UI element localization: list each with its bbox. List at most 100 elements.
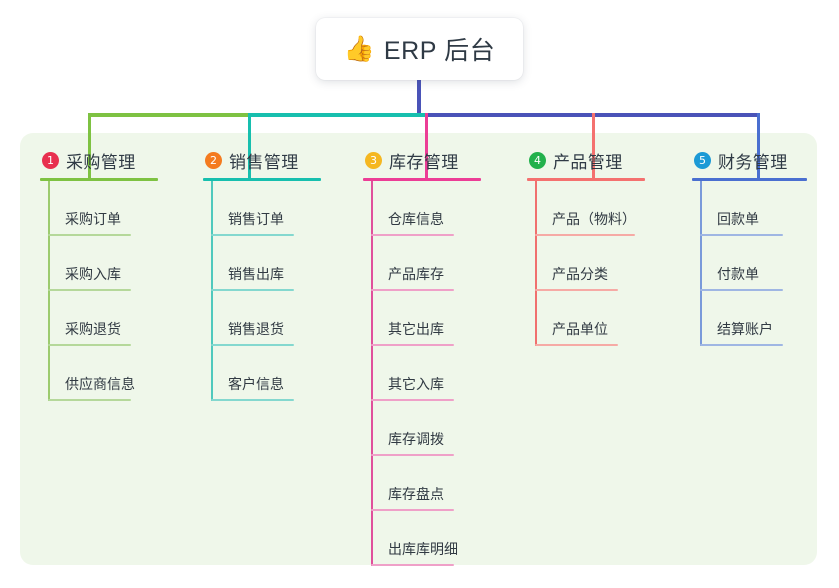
leaf-item-label: 仓库信息 (388, 210, 444, 227)
branch-header-rule (203, 178, 321, 181)
branch-column-4[interactable]: 4 产品管理产品（物料） 产品分类产品单位 (527, 147, 645, 346)
branch-item-list: 采购订单采购入库采购退货供应商信息 (40, 181, 158, 401)
leaf-item[interactable]: 库存调拨 (363, 401, 481, 456)
leaf-item[interactable]: 采购退货 (40, 291, 158, 346)
leaf-item-label: 结算账户 (717, 320, 773, 337)
leaf-item-label: 其它入库 (388, 375, 444, 392)
branch-item-list: 回款单付款单结算账户 (692, 181, 807, 346)
leaf-item[interactable]: 产品单位 (527, 291, 645, 346)
leaf-item-rule (48, 344, 131, 346)
leaf-item[interactable]: 供应商信息 (40, 346, 158, 401)
leaf-item-rule (535, 289, 618, 291)
branch-title: 采购管理 (66, 152, 136, 172)
branch-index-badge: 1 (42, 151, 59, 169)
leaf-item-rule (700, 234, 783, 236)
branch-spine (700, 181, 702, 346)
branch-header-1[interactable]: 1 采购管理 (40, 147, 158, 173)
leaf-item[interactable]: 销售退货 (203, 291, 321, 346)
root-trunk-line (417, 80, 421, 117)
leaf-item-rule (371, 564, 454, 566)
leaf-item-label: 客户信息 (228, 375, 284, 392)
branch-index-badge: 2 (205, 151, 222, 169)
leaf-item[interactable]: 其它入库 (363, 346, 481, 401)
leaf-item[interactable]: 采购入库 (40, 236, 158, 291)
leaf-item[interactable]: 仓库信息 (363, 181, 481, 236)
branch-header-rule (692, 178, 807, 181)
leaf-item-label: 供应商信息 (65, 375, 135, 392)
leaf-item[interactable]: 产品（物料） (527, 181, 645, 236)
leaf-item[interactable]: 销售订单 (203, 181, 321, 236)
leaf-item[interactable]: 回款单 (692, 181, 807, 236)
leaf-item-label: 产品分类 (552, 265, 608, 282)
leaf-item-label: 库存调拨 (388, 430, 444, 447)
leaf-item[interactable]: 结算账户 (692, 291, 807, 346)
leaf-item[interactable]: 产品分类 (527, 236, 645, 291)
branch-column-3[interactable]: 3 库存管理仓库信息产品库存其它出库其它入库库存调拨库存盘点出库库明细 (363, 147, 481, 566)
branch-index-badge: 4 (529, 151, 546, 169)
leaf-item[interactable]: 库存盘点 (363, 456, 481, 511)
leaf-item-label: 其它出库 (388, 320, 444, 337)
leaf-item-rule (211, 234, 294, 236)
leaf-item[interactable]: 销售出库 (203, 236, 321, 291)
branch-header-rule (363, 178, 481, 181)
leaf-item-rule (700, 344, 783, 346)
diagram-background-panel (20, 133, 817, 565)
branch-spine (371, 181, 373, 566)
leaf-item-label: 库存盘点 (388, 485, 444, 502)
leaf-item-rule (211, 399, 294, 401)
branch-header-3[interactable]: 3 库存管理 (363, 147, 481, 173)
leaf-item-rule (371, 509, 454, 511)
drop-line-column-3 (425, 113, 428, 178)
leaf-item[interactable]: 出库库明细 (363, 511, 481, 566)
leaf-item[interactable]: 采购订单 (40, 181, 158, 236)
leaf-item[interactable]: 其它出库 (363, 291, 481, 346)
leaf-item-label: 销售出库 (228, 265, 284, 282)
branch-spine (211, 181, 213, 401)
branch-spine (48, 181, 50, 401)
connector-bar-segment-3 (425, 113, 757, 117)
branch-header-4[interactable]: 4 产品管理 (527, 147, 645, 173)
leaf-item[interactable]: 客户信息 (203, 346, 321, 401)
leaf-item-rule (535, 234, 635, 236)
leaf-item-rule (48, 399, 131, 401)
branch-item-list: 销售订单销售出库销售退货客户信息 (203, 181, 321, 401)
branch-index-badge: 5 (694, 151, 711, 169)
leaf-item-label: 销售订单 (228, 210, 284, 227)
branch-item-list: 产品（物料） 产品分类产品单位 (527, 181, 645, 346)
branch-column-2[interactable]: 2 销售管理销售订单销售出库销售退货客户信息 (203, 147, 321, 401)
leaf-item-label: 产品库存 (388, 265, 444, 282)
leaf-item-rule (700, 289, 783, 291)
leaf-item-rule (371, 344, 454, 346)
root-node[interactable]: 👍 ERP 后台 (316, 18, 523, 80)
leaf-item-label: 采购订单 (65, 210, 121, 227)
drop-line-column-2 (248, 113, 251, 178)
branch-header-rule (40, 178, 158, 181)
connector-bar-segment-2 (248, 113, 425, 117)
leaf-item-rule (371, 454, 454, 456)
branch-spine (535, 181, 537, 346)
drop-line-column-5 (757, 113, 760, 178)
branch-item-list: 仓库信息产品库存其它出库其它入库库存调拨库存盘点出库库明细 (363, 181, 481, 566)
leaf-item[interactable]: 付款单 (692, 236, 807, 291)
branch-header-2[interactable]: 2 销售管理 (203, 147, 321, 173)
connector-bar-segment-1 (88, 113, 248, 117)
leaf-item-rule (371, 289, 454, 291)
leaf-item-label: 出库库明细 (388, 540, 458, 557)
leaf-item-label: 回款单 (717, 210, 759, 227)
leaf-item-rule (211, 344, 294, 346)
branch-index-badge: 3 (365, 151, 382, 169)
branch-title: 产品管理 (553, 152, 623, 172)
branch-title: 库存管理 (389, 152, 459, 172)
leaf-item-label: 产品单位 (552, 320, 608, 337)
leaf-item-label: 付款单 (717, 265, 759, 282)
drop-line-column-4 (592, 113, 595, 178)
leaf-item[interactable]: 产品库存 (363, 236, 481, 291)
branch-title: 销售管理 (229, 152, 299, 172)
root-node-title: ERP 后台 (383, 37, 496, 65)
leaf-item-label: 销售退货 (228, 320, 284, 337)
branch-header-rule (527, 178, 645, 181)
branch-column-1[interactable]: 1 采购管理采购订单采购入库采购退货供应商信息 (40, 147, 158, 401)
